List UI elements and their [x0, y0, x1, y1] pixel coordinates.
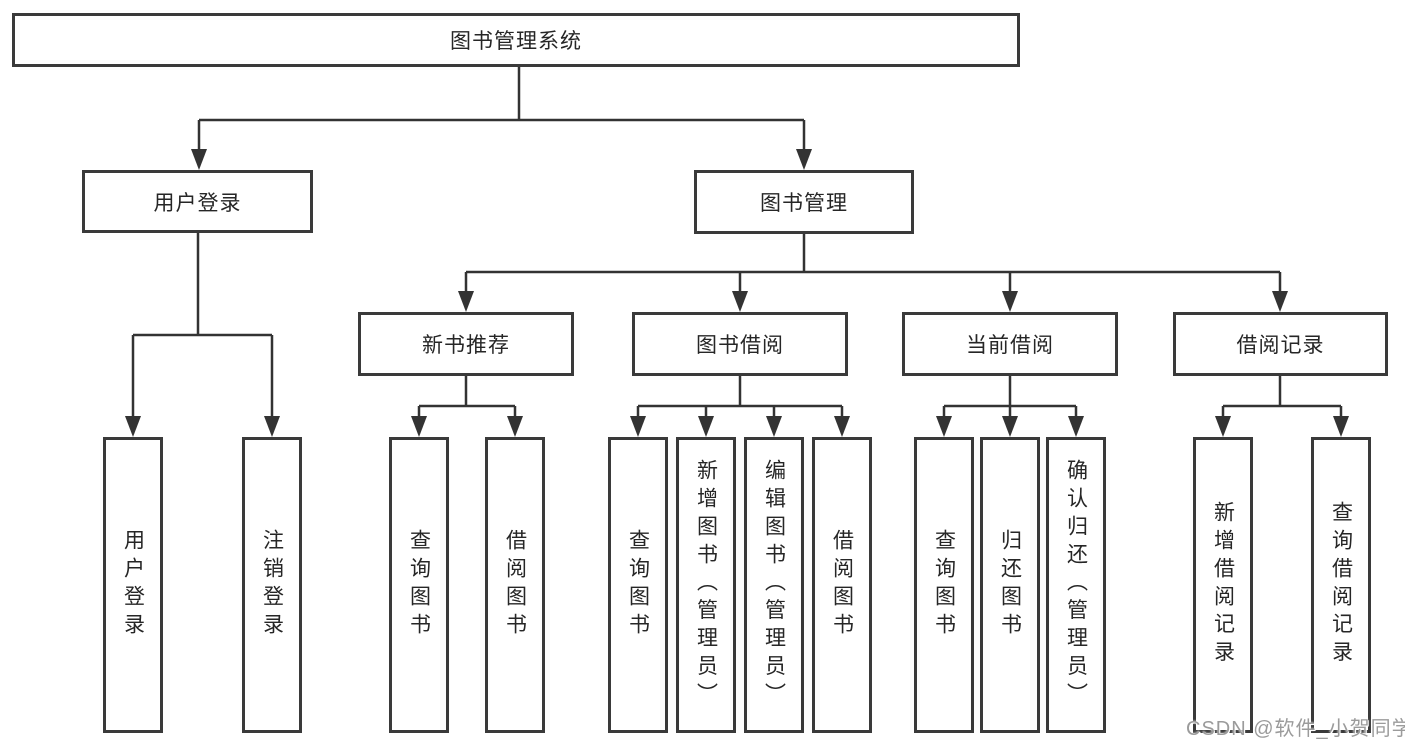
node-label: 注销登录: [260, 529, 284, 641]
leaf-logout: 注销登录: [242, 437, 302, 733]
leaf-confirm-return-admin: 确认归还（管理员）: [1046, 437, 1106, 733]
node-book-borrowing: 图书借阅: [632, 312, 848, 376]
node-new-book-recommend: 新书推荐: [358, 312, 574, 376]
node-label: 新书推荐: [422, 334, 510, 357]
node-label: 当前借阅: [966, 334, 1054, 357]
leaf-edit-book-admin: 编辑图书（管理员）: [744, 437, 804, 733]
node-label: 查询图书: [626, 529, 650, 641]
node-label: 编辑图书（管理员）: [762, 459, 786, 711]
leaf-query-books-current: 查询图书: [914, 437, 974, 733]
node-borrowing-records: 借阅记录: [1173, 312, 1388, 376]
node-user-login: 用户登录: [82, 170, 313, 233]
node-label: 用户登录: [153, 191, 242, 215]
node-current-borrowing: 当前借阅: [902, 312, 1118, 376]
node-label: 新增借阅记录: [1211, 501, 1235, 669]
leaf-borrow-books-borrowing: 借阅图书: [812, 437, 872, 733]
node-label: 查询图书: [932, 529, 956, 641]
node-label: 借阅图书: [503, 529, 527, 641]
node-label: 借阅记录: [1236, 334, 1325, 357]
node-label: 查询借阅记录: [1329, 501, 1353, 669]
leaf-add-borrow-record: 新增借阅记录: [1193, 437, 1253, 733]
node-label: 新增图书（管理员）: [694, 459, 718, 711]
leaf-add-book-admin: 新增图书（管理员）: [676, 437, 736, 733]
node-label: 归还图书: [998, 529, 1022, 641]
node-label: 用户登录: [121, 529, 145, 641]
leaf-query-books-borrowing: 查询图书: [608, 437, 668, 733]
leaf-borrow-books-recommend: 借阅图书: [485, 437, 545, 733]
node-label: 查询图书: [407, 529, 431, 641]
leaf-return-book: 归还图书: [980, 437, 1040, 733]
leaf-query-books-recommend: 查询图书: [389, 437, 449, 733]
node-label: 借阅图书: [830, 529, 854, 641]
node-book-management: 图书管理: [694, 170, 914, 234]
csdn-watermark: CSDN @软件_小贺同学: [1186, 718, 1405, 740]
leaf-query-borrow-record: 查询借阅记录: [1311, 437, 1371, 733]
node-label: 图书管理系统: [450, 30, 582, 53]
node-label: 确认归还（管理员）: [1064, 459, 1088, 711]
node-root: 图书管理系统: [12, 13, 1020, 67]
leaf-user-login: 用户登录: [103, 437, 163, 733]
node-label: 图书借阅: [696, 334, 784, 357]
node-label: 图书管理: [760, 192, 848, 215]
